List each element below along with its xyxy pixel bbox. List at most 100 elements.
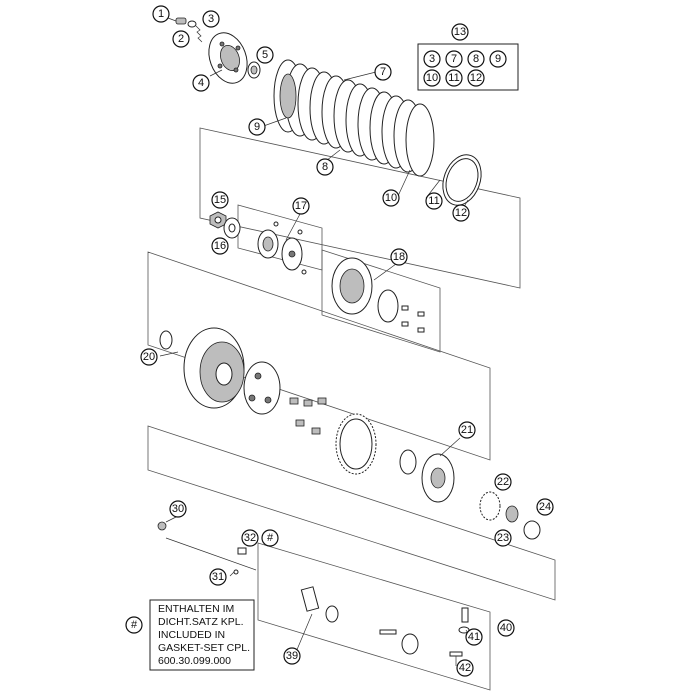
part-screw bbox=[449, 651, 463, 657]
part-drive-sprocket bbox=[479, 491, 501, 521]
svg-text:20: 20 bbox=[143, 351, 155, 363]
part-primary-gear bbox=[335, 413, 377, 475]
part-inner-hub bbox=[257, 221, 307, 275]
part-clutch-basket bbox=[183, 327, 245, 409]
svg-text:30: 30 bbox=[172, 503, 184, 515]
callout-5: 5 bbox=[256, 46, 274, 64]
callout-20: 20 bbox=[140, 348, 158, 366]
svg-text:39: 39 bbox=[286, 650, 298, 662]
gasket-set-note: # ENTHALTEN IM DICHT.SATZ KPL. INCLUDED … bbox=[125, 599, 255, 671]
svg-text:21: 21 bbox=[461, 424, 473, 436]
svg-text:15: 15 bbox=[214, 194, 226, 206]
part-pressure-plate bbox=[208, 32, 248, 84]
note-marker: # bbox=[125, 616, 143, 634]
group-box-starter bbox=[147, 425, 556, 601]
part-push-rod bbox=[157, 521, 257, 571]
callout-11: 11 bbox=[425, 192, 443, 210]
callout-39: 39 bbox=[283, 647, 301, 665]
svg-text:31: 31 bbox=[212, 571, 224, 583]
callout-17: 17 bbox=[292, 197, 310, 215]
kit-item: 12 bbox=[470, 72, 482, 84]
part-bushing bbox=[399, 449, 417, 475]
svg-text:7: 7 bbox=[380, 66, 386, 78]
callout-8: 8 bbox=[316, 158, 334, 176]
svg-text:3: 3 bbox=[208, 13, 214, 25]
svg-text:24: 24 bbox=[539, 501, 551, 513]
kit-item: 10 bbox=[426, 72, 438, 84]
callout-22: 22 bbox=[494, 473, 512, 491]
group-box-pressure-cap bbox=[321, 249, 441, 353]
part-needle-cage bbox=[505, 505, 519, 523]
group-box-primary-gear bbox=[147, 251, 491, 461]
svg-text:10: 10 bbox=[385, 192, 397, 204]
svg-text:#: # bbox=[267, 532, 274, 544]
callout-3: 3 bbox=[202, 10, 220, 28]
kit-item: 8 bbox=[473, 53, 479, 65]
part-thrust-bearing bbox=[247, 61, 261, 79]
svg-text:17: 17 bbox=[295, 200, 307, 212]
callout-12: 12 bbox=[452, 204, 470, 222]
svg-text:12: 12 bbox=[455, 207, 467, 219]
callout-hash: # bbox=[261, 529, 279, 547]
part-damper-springs bbox=[289, 397, 327, 435]
svg-text:#: # bbox=[131, 619, 138, 631]
callout-4: 4 bbox=[192, 74, 210, 92]
svg-text:1: 1 bbox=[158, 8, 164, 20]
callout-32: 32 bbox=[241, 529, 259, 547]
part-ball bbox=[233, 569, 239, 575]
part-thrust-piece bbox=[237, 547, 247, 555]
part-damper-ring bbox=[442, 154, 482, 206]
kit-label: 13 bbox=[454, 26, 466, 38]
part-shim-washer bbox=[523, 520, 541, 540]
kit-item: 7 bbox=[451, 53, 457, 65]
note-line: ENTHALTEN IM bbox=[158, 603, 234, 615]
callout-30: 30 bbox=[169, 500, 187, 518]
svg-text:42: 42 bbox=[459, 662, 471, 674]
svg-text:8: 8 bbox=[322, 161, 328, 173]
callout-24: 24 bbox=[536, 498, 554, 516]
kit-item: 11 bbox=[448, 72, 459, 84]
callout-1: 1 bbox=[152, 5, 170, 23]
callout-16: 16 bbox=[211, 237, 229, 255]
svg-text:11: 11 bbox=[428, 195, 439, 207]
part-release-lever bbox=[300, 586, 419, 655]
note-line: 600.30.099.000 bbox=[158, 655, 231, 667]
svg-text:2: 2 bbox=[178, 33, 184, 45]
callout-18: 18 bbox=[390, 248, 408, 266]
svg-text:5: 5 bbox=[262, 49, 268, 61]
svg-text:4: 4 bbox=[198, 77, 204, 89]
kit-item: 3 bbox=[429, 53, 435, 65]
group-box-inner-hub bbox=[237, 204, 323, 271]
callout-21: 21 bbox=[458, 421, 476, 439]
callout-41: 41 bbox=[465, 628, 483, 646]
group-box-release bbox=[257, 542, 491, 691]
svg-text:41: 41 bbox=[468, 631, 480, 643]
callout-10: 10 bbox=[382, 189, 400, 207]
part-pressure-cap bbox=[331, 257, 425, 333]
kit-box-13: 13 3 7 8 9 10 11 12 bbox=[417, 23, 519, 91]
part-hub-nut bbox=[209, 211, 227, 229]
part-needle-bearing bbox=[159, 330, 173, 350]
note-line: DICHT.SATZ KPL. bbox=[158, 616, 244, 628]
callout-42: 42 bbox=[456, 659, 474, 677]
svg-text:18: 18 bbox=[393, 251, 405, 263]
callout-2: 2 bbox=[172, 30, 190, 48]
callout-31: 31 bbox=[209, 568, 227, 586]
part-bleed-screw bbox=[461, 607, 469, 623]
svg-text:22: 22 bbox=[497, 476, 509, 488]
svg-text:16: 16 bbox=[214, 240, 226, 252]
callout-40: 40 bbox=[497, 619, 515, 637]
svg-text:32: 32 bbox=[244, 532, 256, 544]
callout-9: 9 bbox=[248, 118, 266, 136]
callout-15: 15 bbox=[211, 191, 229, 209]
svg-text:9: 9 bbox=[254, 121, 260, 133]
part-spring-bolt bbox=[167, 17, 187, 25]
part-lock-washer bbox=[223, 217, 241, 239]
part-clutch-plate-stack bbox=[273, 59, 435, 177]
note-line: INCLUDED IN bbox=[158, 629, 225, 641]
part-drive-flange bbox=[421, 453, 455, 503]
callout-7: 7 bbox=[374, 63, 392, 81]
group-box-clutch-basket bbox=[199, 127, 521, 289]
